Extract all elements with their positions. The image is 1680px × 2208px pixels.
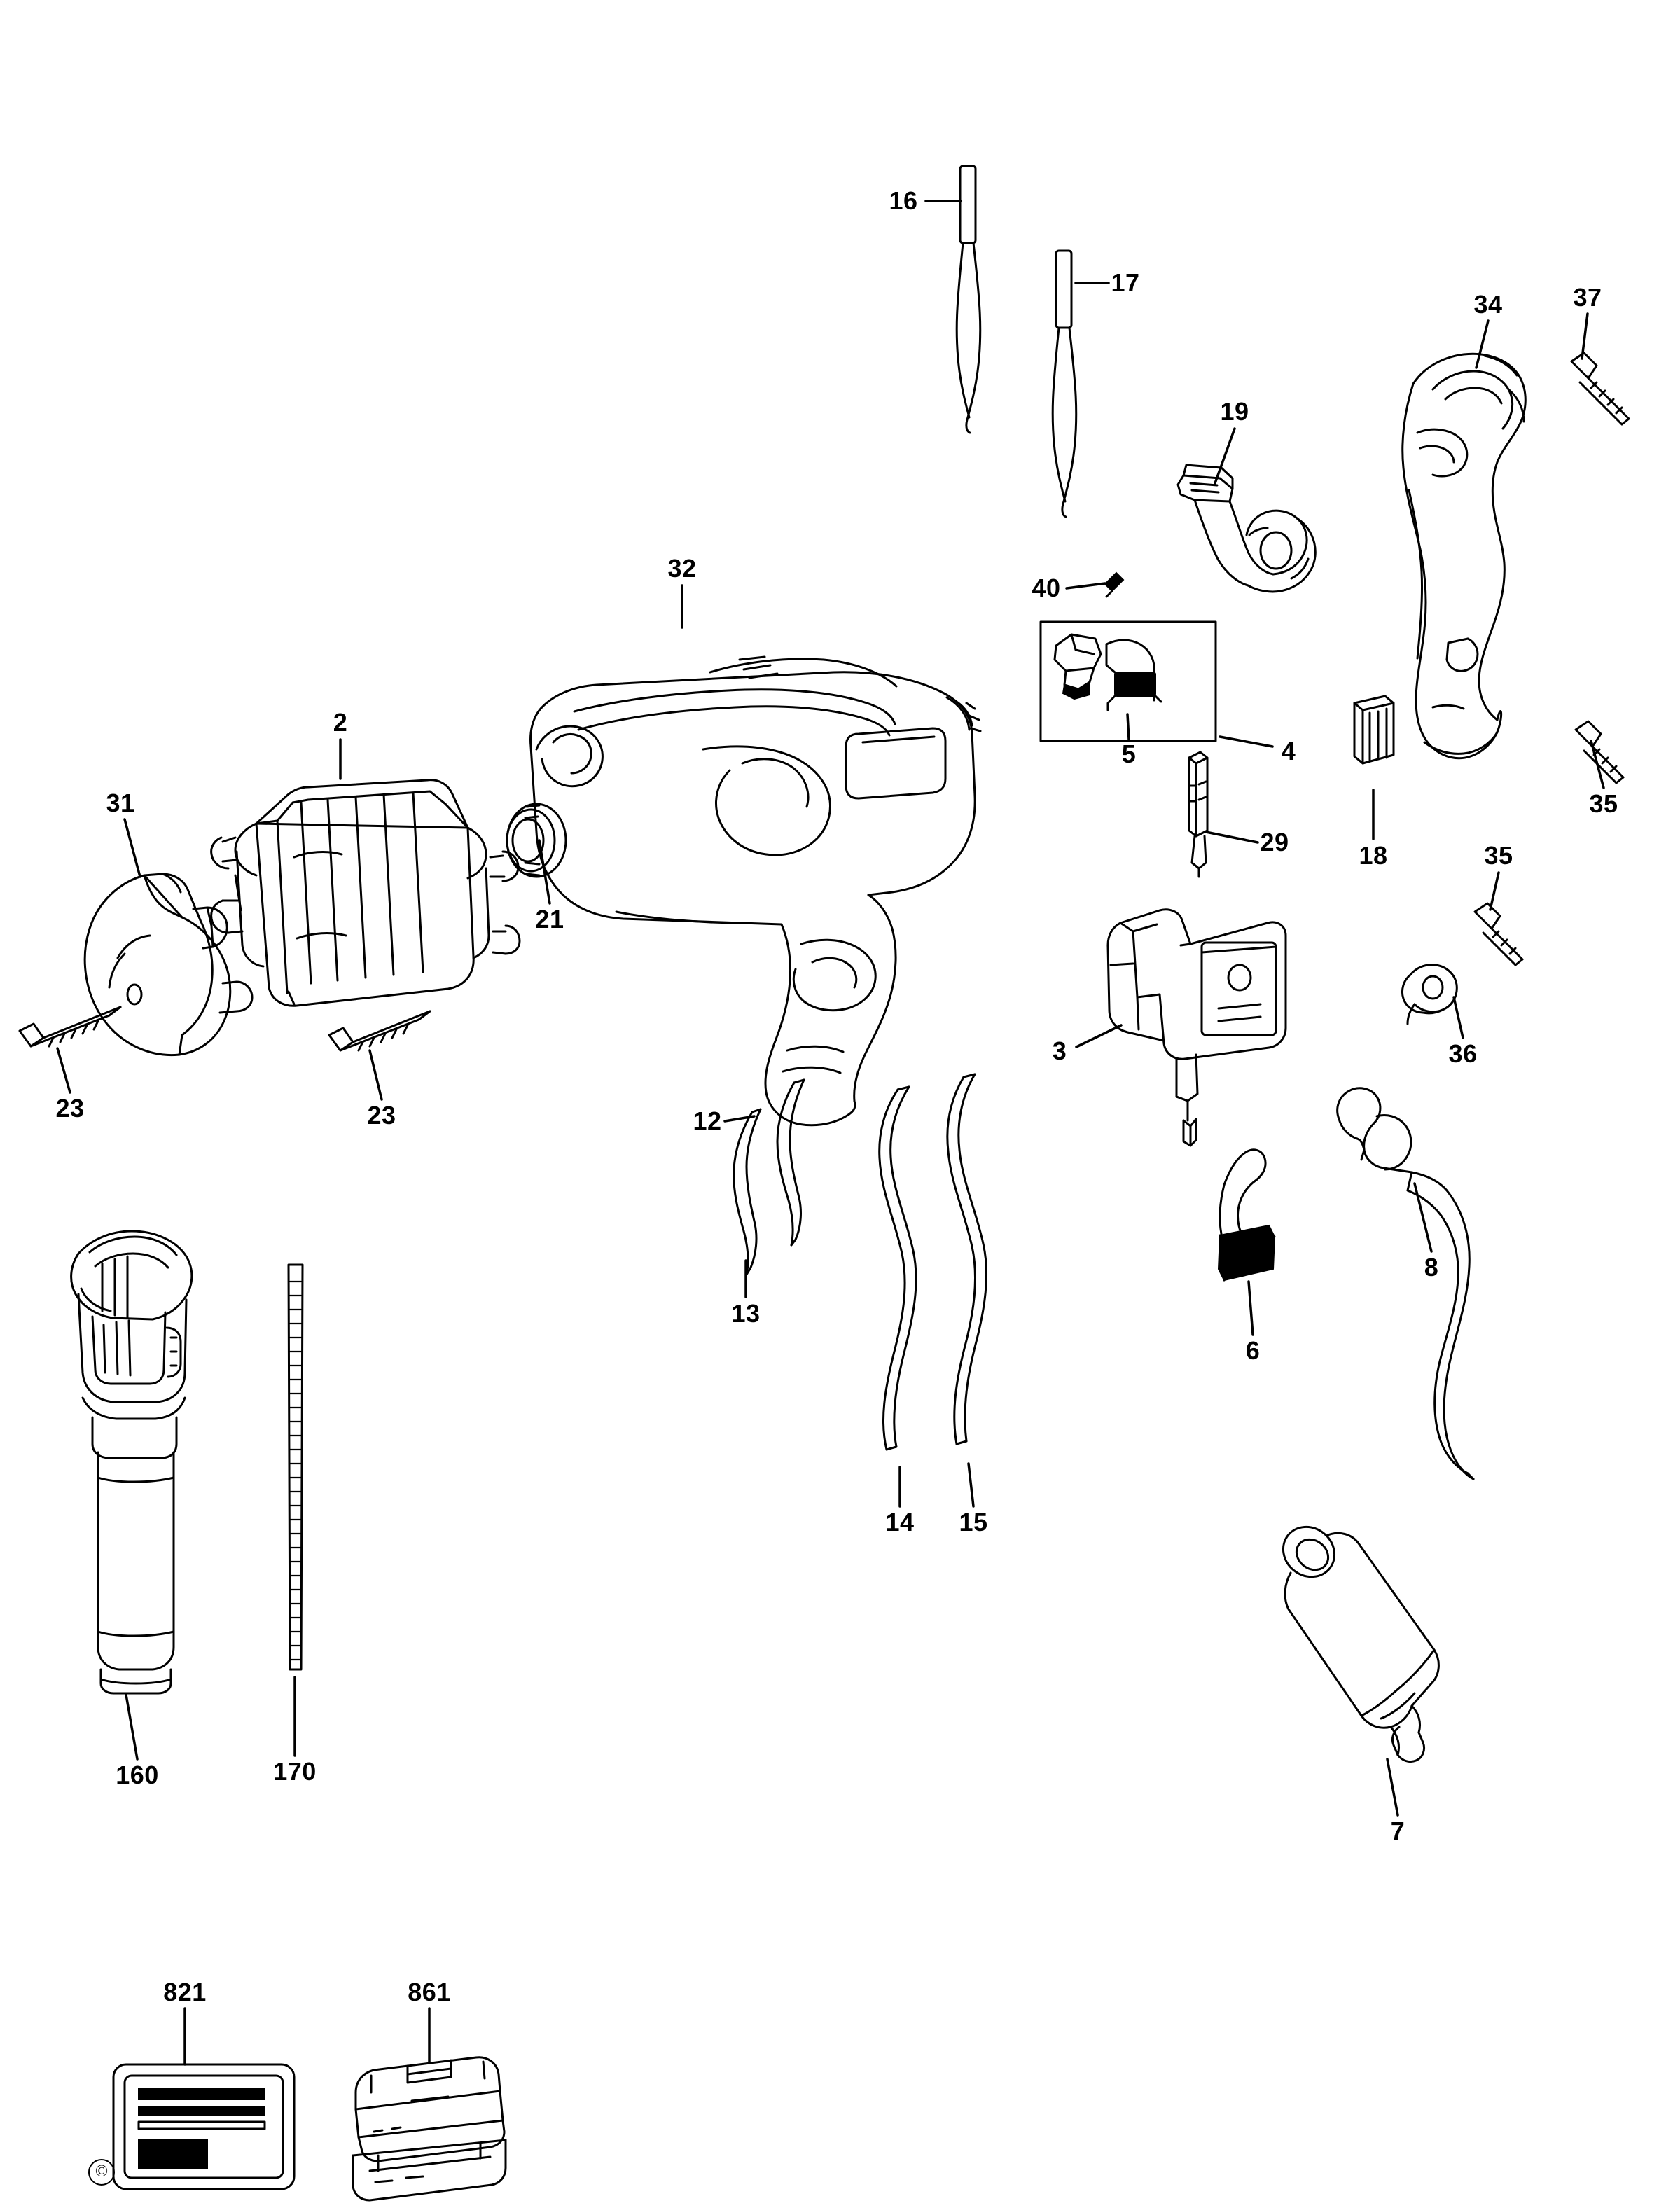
- callout-23-left: 23: [55, 1094, 85, 1123]
- part-861-carrying-case: [352, 2056, 507, 2202]
- callout-4: 4: [1281, 737, 1296, 765]
- callout-35-lower: 35: [1484, 841, 1513, 870]
- part-8-cord-assembly: [1336, 1087, 1475, 1480]
- callout-18: 18: [1359, 841, 1388, 870]
- callout-160: 160: [116, 1761, 159, 1789]
- part-23-screw-left: [18, 1006, 122, 1048]
- callout-32: 32: [667, 554, 697, 583]
- callout-21: 21: [535, 905, 564, 933]
- callout-36: 36: [1448, 1039, 1478, 1068]
- part-15-lead-wire-long: [946, 1073, 988, 1445]
- callout-37: 37: [1573, 283, 1602, 312]
- part-21-bearing: [506, 803, 567, 878]
- part-40-pin: [1104, 571, 1125, 598]
- callout-31: 31: [106, 789, 135, 817]
- callout-40: 40: [1032, 574, 1061, 602]
- part-3-switch-assembly: [1106, 908, 1287, 1147]
- callout-821: 821: [163, 1978, 207, 2006]
- callout-17: 17: [1111, 268, 1140, 297]
- part-23-screw-right: [328, 1010, 431, 1052]
- part-16-brush-spring-wire: [955, 165, 982, 434]
- part-160-handle-assembly: [70, 1230, 193, 1695]
- part-170-depth-rod: [287, 1263, 304, 1671]
- part-19-mode-selector-lever: [1176, 464, 1317, 593]
- part-31-baffle: [83, 873, 254, 1057]
- callout-12: 12: [693, 1106, 722, 1135]
- part-12-lead-wire: [733, 1108, 762, 1276]
- callout-35-upper: 35: [1589, 789, 1618, 818]
- callout-23-right: 23: [367, 1101, 396, 1130]
- callout-15: 15: [959, 1508, 988, 1536]
- part-17-brush-spring-wire: [1051, 249, 1078, 518]
- callout-8: 8: [1424, 1253, 1439, 1282]
- part-32-motor-housing: [529, 655, 982, 1127]
- part-5-suppressor: [1053, 633, 1162, 711]
- part-36-cord-clamp: [1401, 964, 1458, 1025]
- part-18-brush-block: [1353, 695, 1395, 765]
- part-35-screw-lower: [1473, 902, 1524, 966]
- callout-861: 861: [408, 1978, 451, 2006]
- part-35-screw-upper: [1574, 720, 1625, 784]
- callout-19: 19: [1220, 397, 1249, 426]
- callout-16: 16: [889, 186, 918, 215]
- part-6-carbon-brush: [1217, 1148, 1276, 1282]
- part-14-lead-wire-long: [878, 1085, 917, 1451]
- part-37-screw: [1570, 352, 1630, 426]
- callout-170: 170: [273, 1757, 317, 1786]
- part-7-side-handle-grip: [1282, 1525, 1440, 1763]
- callout-6: 6: [1245, 1336, 1261, 1365]
- part-34-handle-cover: [1401, 352, 1527, 760]
- callout-13: 13: [731, 1299, 761, 1328]
- part-13-lead-wire: [776, 1078, 805, 1247]
- copyright-mark: ©: [88, 2159, 115, 2186]
- part-2-field-assembly: [210, 779, 521, 1007]
- callout-7: 7: [1390, 1817, 1405, 1845]
- callout-29: 29: [1260, 828, 1289, 856]
- part-821-label: [112, 2063, 296, 2190]
- callout-14: 14: [885, 1508, 915, 1536]
- callout-3: 3: [1052, 1036, 1067, 1065]
- callout-34: 34: [1473, 290, 1503, 319]
- callout-2: 2: [333, 708, 348, 737]
- callout-5: 5: [1121, 740, 1137, 768]
- part-4-switch-module-group: [1039, 620, 1217, 742]
- callout-leader-lines: [56, 200, 1605, 2066]
- part-29-slide-contact: [1188, 751, 1209, 878]
